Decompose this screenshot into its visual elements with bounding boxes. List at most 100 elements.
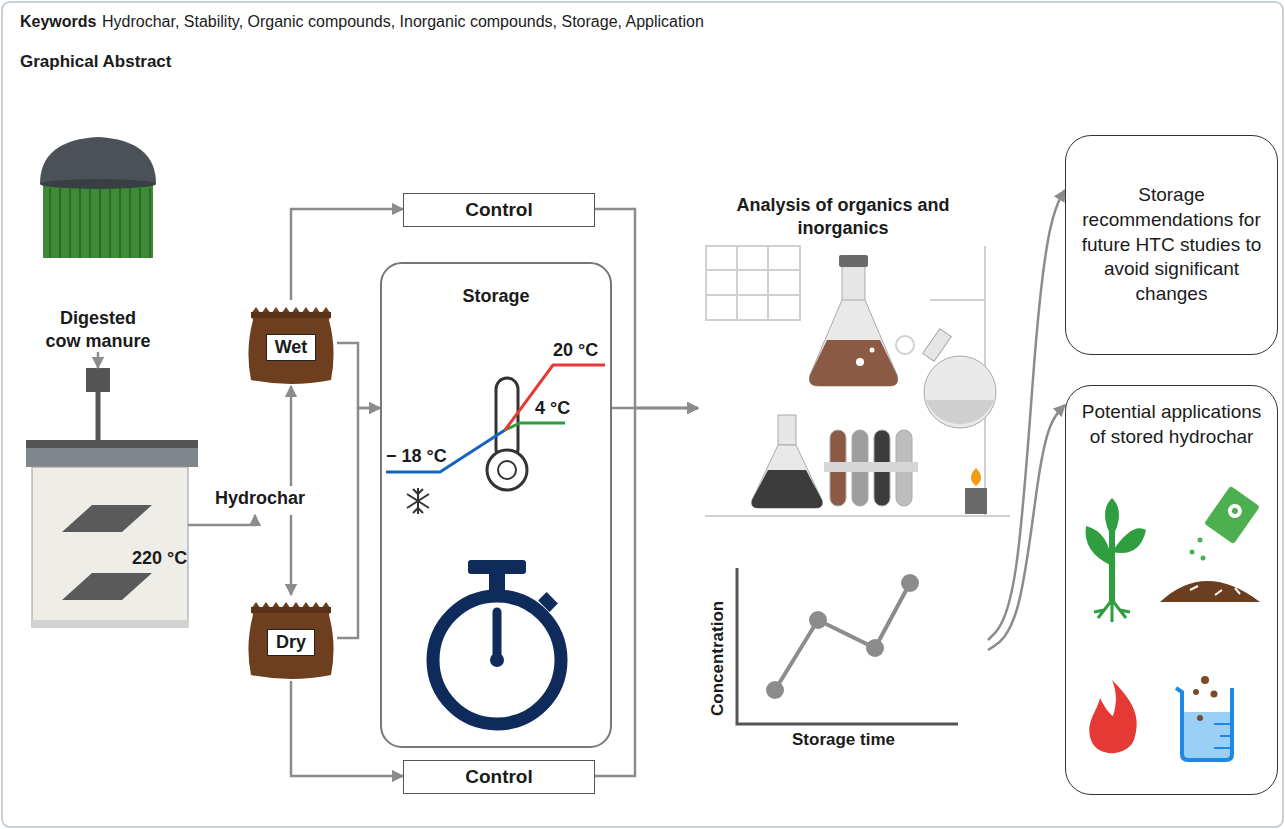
digester-node: Digested cow manure <box>23 128 173 352</box>
lab-glassware <box>706 246 800 320</box>
plant-icon <box>1105 498 1119 538</box>
stopwatch <box>433 596 561 724</box>
soil-seed-icon <box>1160 486 1260 602</box>
beaker-icon <box>1201 676 1209 684</box>
digester-tank <box>40 179 156 189</box>
flow-arrow <box>337 343 380 408</box>
beaker-icon <box>1220 735 1232 737</box>
digester-tank <box>99 188 101 258</box>
plant-icon <box>1086 526 1112 566</box>
node-text: Hydrochar <box>215 488 305 509</box>
reactor <box>32 467 188 627</box>
sample-bag: Wet <box>245 300 337 386</box>
beaker-icon <box>1182 712 1232 760</box>
soil-seed-icon <box>1190 550 1195 555</box>
reactor <box>26 448 198 467</box>
node-text: Storage recommendations for future HTC s… <box>1080 183 1263 306</box>
keywords-heading: Keywords <box>20 13 96 31</box>
flow-arrow <box>988 405 1065 650</box>
digester-tank <box>40 137 156 258</box>
plant-icon <box>1094 600 1130 622</box>
soil-seed-icon <box>1231 507 1239 515</box>
lab-glassware <box>971 468 981 486</box>
lab-glassware <box>705 515 1010 517</box>
snowflake <box>407 494 429 508</box>
lab-glassware <box>896 336 914 354</box>
outcome-box: Storage recommendations for future HTC s… <box>1065 135 1278 355</box>
stopwatch <box>490 653 504 667</box>
digester-tank <box>59 188 61 258</box>
thermometer <box>386 430 505 472</box>
bag-outline <box>251 312 331 318</box>
flow-arrow <box>988 190 1065 640</box>
lab-glassware <box>856 358 864 366</box>
storage-box: Storage <box>380 262 612 748</box>
lab-glassware <box>923 329 952 362</box>
thermometer <box>386 365 605 490</box>
line-chart <box>737 568 958 724</box>
digester-tank <box>40 137 156 184</box>
line-chart <box>766 681 784 699</box>
snowflake <box>407 494 429 508</box>
lab-glassware <box>924 356 996 428</box>
beaker-icon <box>1193 689 1199 695</box>
soil-seed-icon <box>1201 556 1206 561</box>
stopwatch <box>468 560 526 574</box>
lab-glassware <box>839 255 868 267</box>
snowflake <box>413 489 423 494</box>
reactor-node: 220 °C <box>32 368 188 630</box>
soil-seed-icon <box>1190 586 1198 590</box>
soil-seed-icon <box>1204 486 1260 544</box>
line-chart <box>809 611 827 629</box>
lab-glassware <box>705 246 1010 516</box>
bag-outline <box>248 307 333 384</box>
node-text: Digested cow manure <box>45 307 151 352</box>
thermometer <box>505 423 565 430</box>
beaker-icon <box>1197 715 1203 721</box>
beaker-icon <box>1214 747 1232 749</box>
graphic-title: Graphical Abstract <box>20 52 171 72</box>
beaker-icon <box>1176 676 1232 760</box>
soil-seed-icon <box>1198 538 1203 543</box>
node-text: Wet <box>266 334 317 361</box>
flow-arrow <box>290 386 293 486</box>
line-chart <box>866 639 884 657</box>
lab-glassware <box>809 340 897 386</box>
soil-seed-icon <box>1235 588 1240 594</box>
lab-glassware <box>809 300 897 386</box>
lab-glassware <box>705 246 1010 516</box>
node-text: Potential applications of stored hydroch… <box>1080 400 1263 449</box>
node-text: Storage <box>382 286 610 307</box>
control-box: Control <box>403 193 595 227</box>
flow-arrow <box>97 352 100 368</box>
lab-glassware <box>926 400 994 424</box>
digester-tank <box>109 188 111 258</box>
flow-arrow <box>337 408 380 638</box>
flame-icon <box>1089 680 1136 753</box>
lab-glassware <box>778 415 796 445</box>
beaker-icon <box>1176 688 1232 760</box>
sample-bag: Dry <box>245 595 337 681</box>
node-text: 220 °C <box>132 548 188 569</box>
digester-tank <box>129 188 131 258</box>
soil-seed-icon <box>1190 586 1240 595</box>
lab-glassware <box>965 488 987 514</box>
flow-arrow <box>290 515 293 595</box>
digester-tank <box>79 188 81 258</box>
node-text: Control <box>465 199 533 221</box>
line-chart <box>901 574 919 592</box>
node-text: Control <box>465 766 533 788</box>
node-text: Dry <box>267 629 315 656</box>
reactor <box>62 573 152 600</box>
flow-arrow <box>291 209 403 300</box>
digester-tank <box>119 188 121 258</box>
temperature-label: 20 °C <box>553 340 598 361</box>
beaker-icon <box>1214 723 1232 725</box>
lab-glassware <box>870 348 875 353</box>
lab-glassware <box>752 470 823 508</box>
product-label: Hydrochar <box>212 486 308 515</box>
plant-icon <box>1086 498 1146 622</box>
soil-seed-icon <box>1160 581 1260 602</box>
digester-tank <box>139 188 141 258</box>
plant-icon <box>1112 528 1146 553</box>
